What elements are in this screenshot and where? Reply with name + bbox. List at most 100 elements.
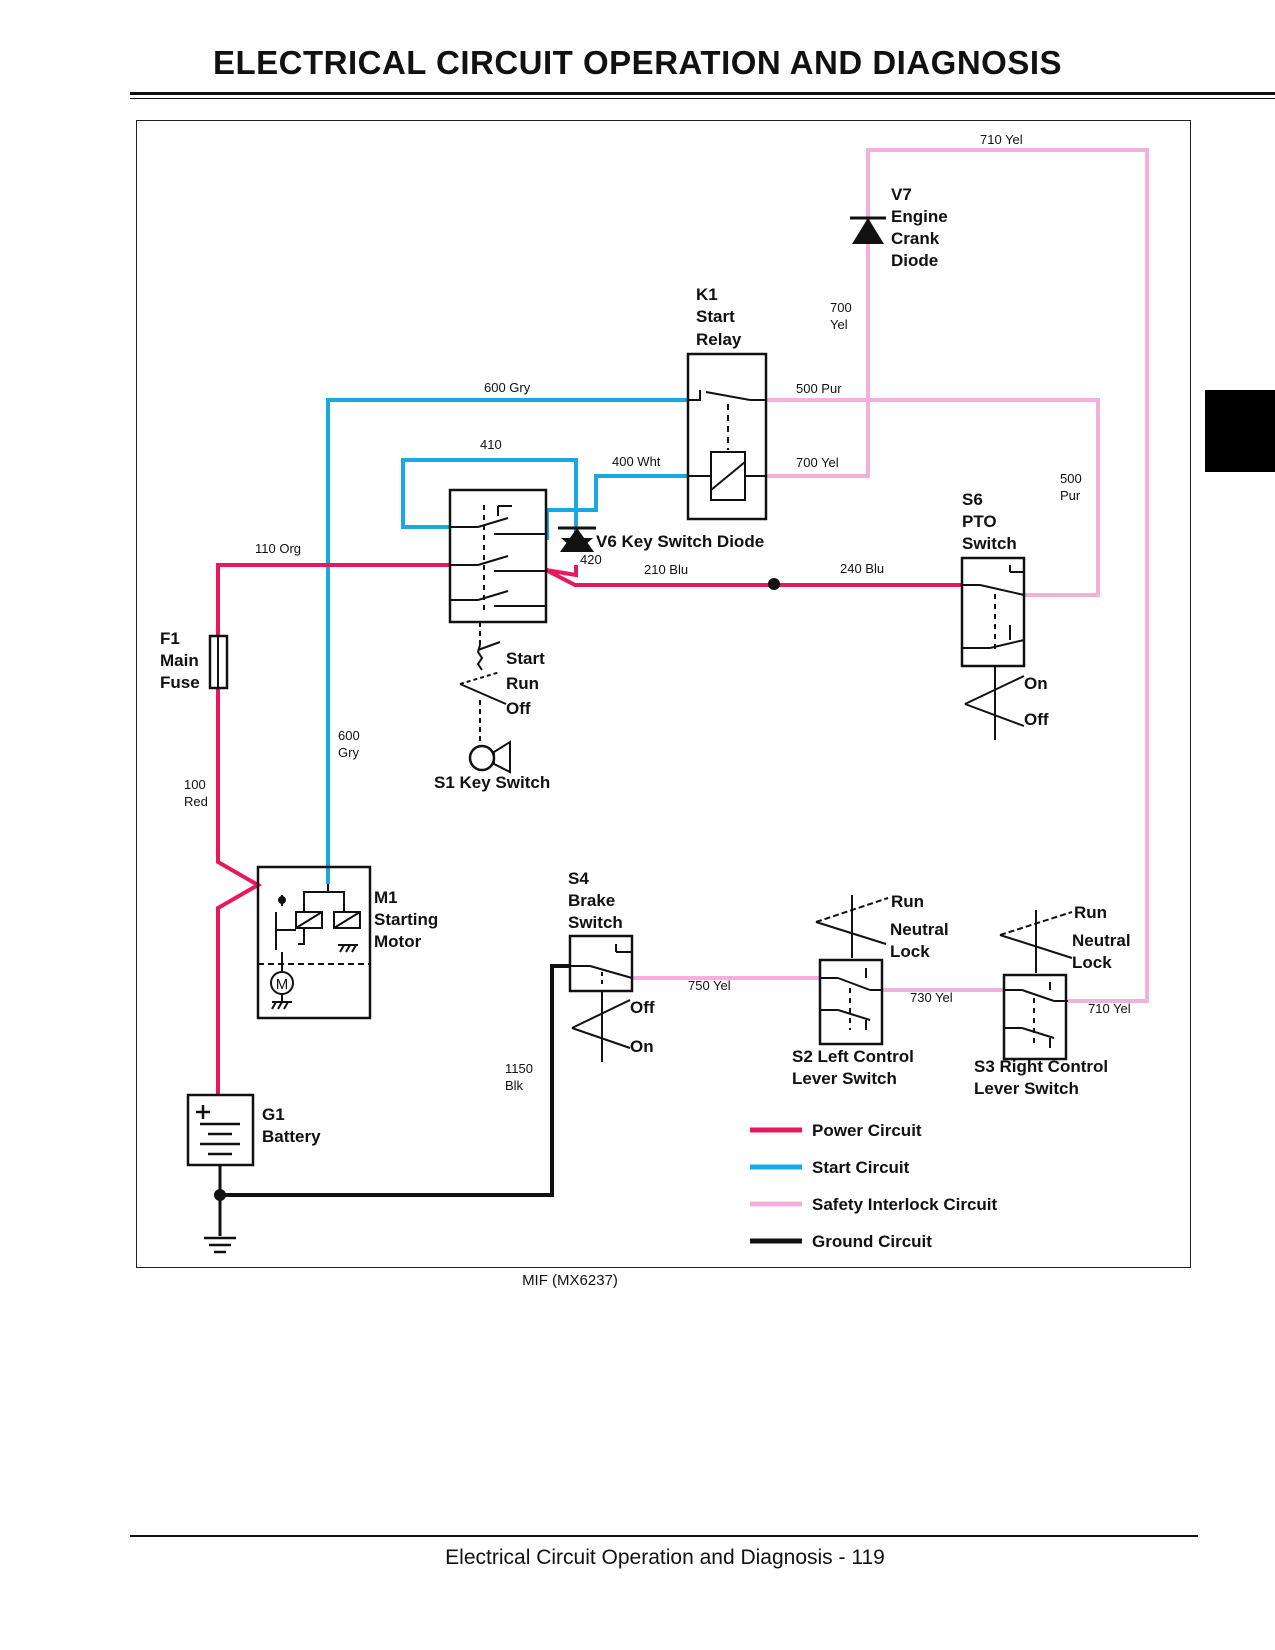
m1-label-line1: M1 [374,888,398,907]
wire-label-700-yel-relay: 700 Yel [796,455,839,470]
s1-pos-run: Run [506,674,539,693]
m1-label-line2: Starting [374,910,438,929]
s4-brake-switch-symbol [568,934,634,1062]
s6-label-line2: PTO [962,512,997,531]
legend-label: Start Circuit [812,1158,910,1177]
s3-label-line2: Lever Switch [974,1079,1079,1098]
s6-label-line1: S6 [962,490,983,509]
wire-500-pur [766,398,1100,597]
v7-diode-symbol [850,216,886,244]
wire-label-210-blu: 210 Blu [644,562,688,577]
v6-diode-symbol [558,526,596,552]
splice-point [768,578,780,590]
wire-label-1150-line2: Blk [505,1078,524,1093]
wire-600-gry [326,398,688,884]
s2-pos-neutral-line1: Neutral [890,920,949,939]
wire-label-730-yel: 730 Yel [910,990,953,1005]
k1-relay-symbol [686,352,768,521]
k1-label-line3: Relay [696,330,742,349]
s3-lever-switch-symbol [999,910,1073,1061]
wire-400-wht [545,474,688,540]
s3-pos-neutral-line1: Neutral [1072,931,1131,950]
legend-label: Safety Interlock Circuit [812,1195,998,1214]
s2-lever-switch-symbol [815,895,889,1046]
v6-label: V6 Key Switch Diode [596,532,764,551]
footer-rule [130,1535,1198,1537]
wire-label-100-line2: Red [184,794,208,809]
wire-label-400-wht: 400 Wht [612,454,661,469]
wire-label-710-yel-top: 710 Yel [980,132,1023,147]
wire-100-red [216,688,263,1095]
header-rule [130,92,1275,95]
v7-label-line3: Crank [891,229,940,248]
m1-starting-motor-symbol [256,865,372,1020]
wire-label-1150-line1: 1150 [505,1061,533,1076]
s4-label-line3: Switch [568,913,623,932]
wire-label-500-pur: 500 Pur [796,381,842,396]
wire-1150-blk [220,964,570,1197]
m1-label-line3: Motor [374,932,422,951]
wire-label-420: 420 [580,552,602,567]
wire-420 [545,565,578,578]
wire-700-yel [766,460,870,478]
wire-label-410: 410 [480,437,502,452]
ground-symbol [204,1236,236,1254]
v7-label-line1: V7 [891,185,912,204]
wire-label-110-org: 110 Org [255,541,301,556]
wire-210-240-blu [545,568,962,587]
s1-pos-off: Off [506,699,531,718]
figure-caption: MIF (MX6237) [522,1272,618,1289]
chapter-tab [1205,390,1275,472]
wire-label-600-line2: Gry [338,745,359,760]
s4-pos-on: On [630,1037,654,1056]
wire-label-700-line1: 700 [830,300,852,315]
s3-pos-neutral-line2: Lock [1072,953,1112,972]
wire-110-org [216,563,450,635]
s2-label-line1: S2 Left Control [792,1047,914,1066]
g1-label-line2: Battery [262,1127,321,1146]
s1-key-switch-body [448,488,548,774]
g1-label-line1: G1 [262,1105,285,1124]
wire-710-yel-top [866,148,1149,1003]
s6-pos-on: On [1024,674,1048,693]
f1-label-line1: F1 [160,629,180,648]
wire-label-500-line1: 500 [1060,471,1082,486]
s6-label-line3: Switch [962,534,1017,553]
g1-battery-symbol [186,1093,255,1167]
wire-label-600-line1: 600 [338,728,360,743]
wire-410 [401,458,578,540]
s2-pos-run: Run [891,892,924,911]
k1-label-line2: Start [696,307,735,326]
safety-interlock-wires [632,148,1149,1003]
v7-label-line2: Engine [891,207,948,226]
s4-label-line1: S4 [568,869,589,888]
wire-label-750-yel: 750 Yel [688,978,731,993]
f1-label-line2: Main [160,651,199,670]
wire-label-710-yel-bottom: 710 Yel [1088,1001,1131,1016]
legend-label: Ground Circuit [812,1232,932,1251]
f1-fuse-symbol [208,634,229,690]
header-rule-thin [130,98,1275,99]
s3-pos-run: Run [1074,903,1107,922]
wire-label-240-blu: 240 Blu [840,561,884,576]
s6-pto-switch-symbol [960,556,1026,740]
legend-label: Power Circuit [812,1121,922,1140]
s6-pos-off: Off [1024,710,1049,729]
s3-label-line1: S3 Right Control [974,1057,1108,1076]
s2-pos-neutral-line2: Lock [890,942,930,961]
motor-symbol-label: M [276,976,289,993]
s1-pos-start: Start [506,649,545,668]
f1-label-line3: Fuse [160,673,200,692]
start-wires [326,398,688,884]
page-footer: Electrical Circuit Operation and Diagnos… [445,1546,885,1569]
s1-label: S1 Key Switch [434,773,550,792]
s4-pos-off: Off [630,998,655,1017]
s2-label-line2: Lever Switch [792,1069,897,1088]
v7-label-line4: Diode [891,251,938,270]
wire-label-500-line2: Pur [1060,488,1081,503]
figure-frame [136,120,1191,1268]
wire-label-700-line2: Yel [830,317,848,332]
s4-label-line2: Brake [568,891,615,910]
